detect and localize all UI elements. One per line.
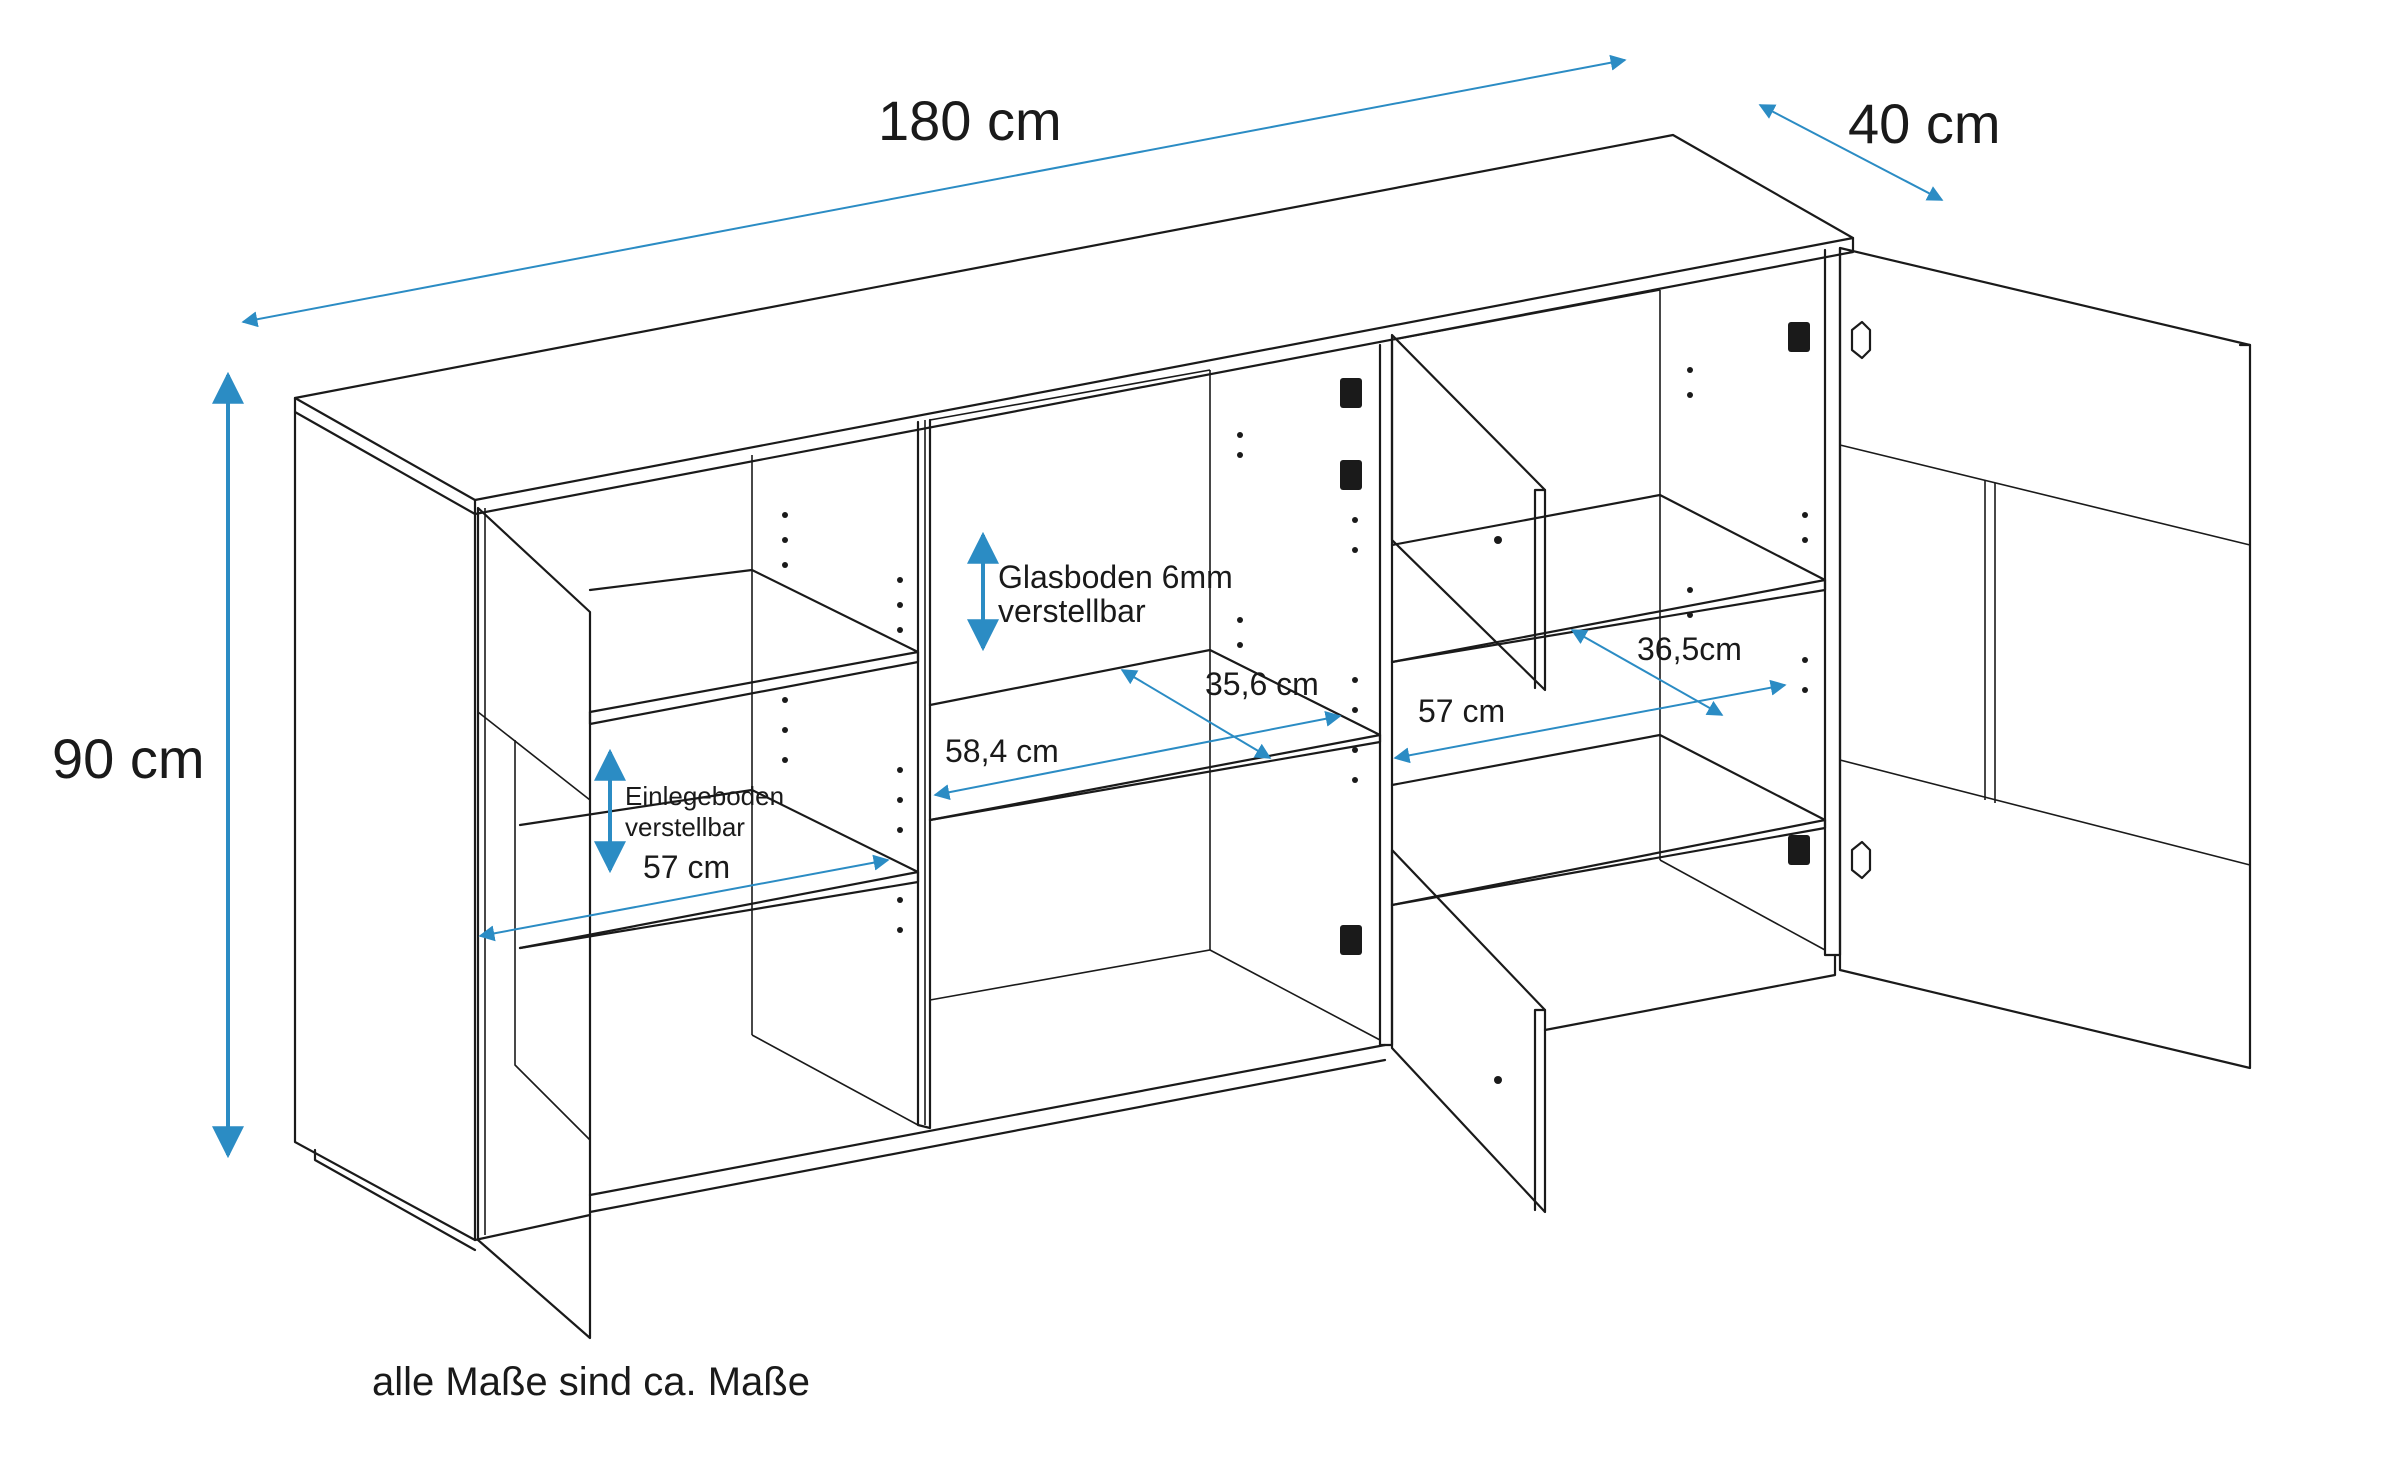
insert-shelf-sub-label: verstellbar: [625, 812, 745, 842]
glass-shelf-sub-label: verstellbar: [998, 593, 1146, 629]
width-label: 180 cm: [878, 89, 1062, 152]
middle-lower-door: [1390, 848, 1547, 1214]
footnote: alle Maße sind ca. Maße: [372, 1360, 810, 1404]
glass-shelf-label: Glasboden 6mm: [998, 559, 1233, 595]
middle-width-label: 58,4 cm: [945, 733, 1059, 769]
cabinet-body: [293, 133, 1855, 1252]
right-door: [1838, 246, 2252, 1070]
depth-label: 40 cm: [1848, 92, 2001, 155]
hinge-icons: [1340, 322, 1810, 955]
height-label: 90 cm: [52, 727, 205, 790]
left-width-label: 57 cm: [643, 849, 730, 885]
right-width-label: 57 cm: [1418, 693, 1505, 729]
shelf-pin-holes: [782, 367, 1808, 933]
left-glass-door: [476, 506, 592, 1340]
insert-shelf-label: Einlegeboden: [625, 781, 784, 811]
middle-depth-label: 35,6 cm: [1205, 666, 1319, 702]
right-depth-label: 36,5cm: [1637, 631, 1742, 667]
dimension-arrows: [212, 54, 1944, 1159]
